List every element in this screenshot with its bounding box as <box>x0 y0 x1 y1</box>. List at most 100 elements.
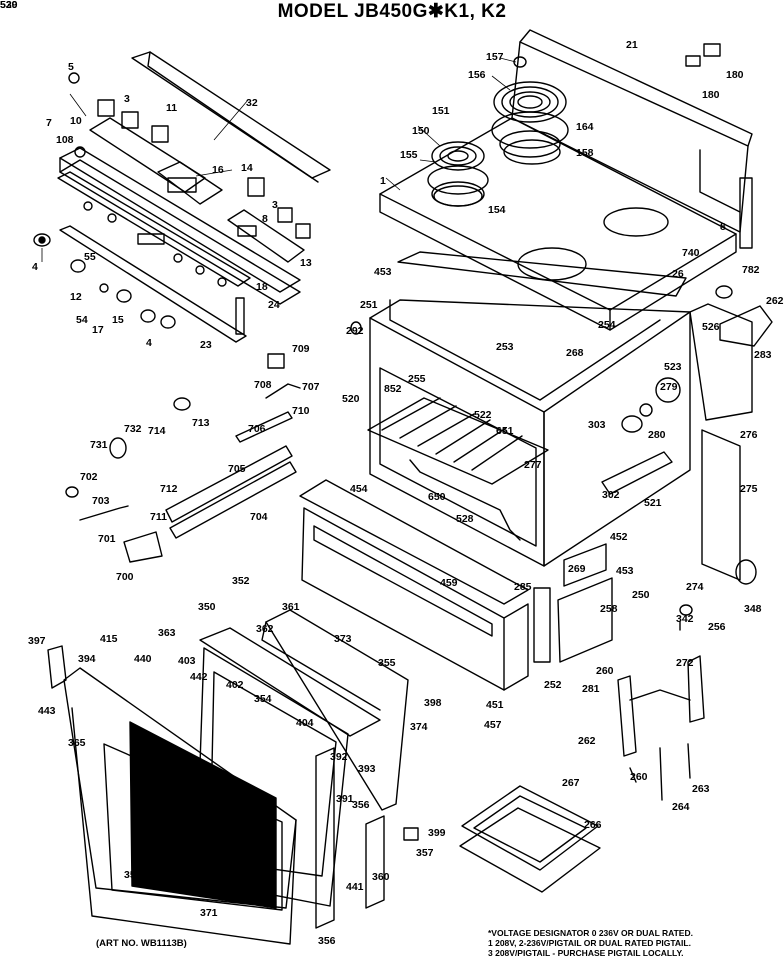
part-callout: 442 <box>190 671 208 683</box>
part-callout: 10 <box>70 115 82 127</box>
part-callout: 252 <box>544 679 562 691</box>
timer-16 <box>157 161 223 205</box>
footnote-line-3: 3 208V/PIGTAIL - PURCHASE PIGTAIL LOCALL… <box>488 948 684 958</box>
part-callout: 371 <box>200 907 218 919</box>
part-callout: 361 <box>282 601 300 613</box>
part-callout: 250 <box>632 589 650 601</box>
part-callout: 262 <box>766 295 784 307</box>
part-callout: 3 <box>124 93 130 105</box>
part-callout: 24 <box>268 299 280 311</box>
part-callout: 292 <box>346 325 364 337</box>
part-callout: 260 <box>630 771 648 783</box>
diagram-title: MODEL JB450G✱K1, K2 <box>277 1 507 22</box>
part-callout: 709 <box>292 343 310 355</box>
hinge-397 <box>47 645 67 689</box>
part-callout: 356 <box>318 935 336 947</box>
part-callout: 443 <box>38 705 56 717</box>
part-callout: 260 <box>596 665 614 677</box>
broiler-pan-530 <box>459 785 601 893</box>
part-callout: 713 <box>192 417 210 429</box>
part-callout: 398 <box>424 697 442 709</box>
part-callout: 258 <box>600 603 618 615</box>
part-callout: 23 <box>200 339 212 351</box>
part-callout: 714 <box>148 425 166 437</box>
part-callout: 454 <box>350 483 368 495</box>
door-window-glass <box>129 721 277 909</box>
oven-body <box>369 251 753 567</box>
door-frame-355 <box>261 609 409 811</box>
part-callout: 253 <box>496 341 514 353</box>
part-callout: 399 <box>428 827 446 839</box>
part-callout: 157 <box>486 51 504 63</box>
part-callout: 13 <box>300 257 312 269</box>
side-panels <box>557 429 741 663</box>
part-callout: 359 <box>124 869 142 881</box>
part-callout: 651 <box>496 425 514 437</box>
end-cap-24 <box>235 297 245 335</box>
part-callout: 526 <box>702 321 720 333</box>
part-callout: 453 <box>374 266 392 278</box>
part-callout: 151 <box>432 105 450 117</box>
part-callout: 266 <box>584 819 602 831</box>
part-callout: 14 <box>241 162 253 174</box>
part-callout: 702 <box>80 471 98 483</box>
part-callout: 350 <box>198 601 216 613</box>
part-callout: 393 <box>358 763 376 775</box>
part-callout: 440 <box>134 653 152 665</box>
part-callout: 302 <box>602 489 620 501</box>
part-callout: 267 <box>562 777 580 789</box>
part-callout: 156 <box>468 69 486 81</box>
part-callout: 55 <box>84 251 96 263</box>
part-callout: 255 <box>408 373 426 385</box>
part-callout: 7 <box>46 117 52 129</box>
panel-13 <box>227 209 305 263</box>
part-callout: 523 <box>664 361 682 373</box>
part-callout: 453 <box>616 565 634 577</box>
part-callout: 4 <box>146 337 152 349</box>
part-callout: 275 <box>740 483 758 495</box>
part-callout: 348 <box>744 603 762 615</box>
switch-blocks <box>97 99 311 239</box>
part-callout: 268 <box>566 347 584 359</box>
part-callout: 158 <box>576 147 594 159</box>
part-callout: 700 <box>116 571 134 583</box>
part-callout: 711 <box>150 511 167 523</box>
part-callout: 262 <box>578 735 596 747</box>
part-callout: 391 <box>336 793 354 805</box>
part-callout: 283 <box>754 349 772 361</box>
door-panel-441 <box>315 747 385 929</box>
surface-unit-large-156 <box>491 56 569 158</box>
part-callout: 451 <box>486 699 504 711</box>
part-callout: 281 <box>582 683 600 695</box>
part-callout: 18 <box>256 281 268 293</box>
part-callout: 272 <box>676 657 694 669</box>
part-callout: 362 <box>256 623 274 635</box>
part-callout: 459 <box>440 577 458 589</box>
part-callout: 357 <box>416 847 434 859</box>
part-callout: 704 <box>250 511 268 523</box>
front-panel-18 <box>57 171 251 287</box>
part-callout: 8 <box>720 221 726 233</box>
backsplash-trim-32 <box>131 51 331 183</box>
door-liner-404 <box>195 627 381 907</box>
part-callout: 164 <box>576 121 594 133</box>
part-callout: 280 <box>648 429 666 441</box>
part-callout: 852 <box>384 383 402 395</box>
part-callout: 415 <box>100 633 118 645</box>
trim-strip-23 <box>59 225 247 343</box>
part-callout: 15 <box>112 314 124 326</box>
part-callout: 303 <box>588 419 606 431</box>
part-callout: 180 <box>726 69 744 81</box>
part-callout: 397 <box>28 635 46 647</box>
cooktop-1 <box>379 117 737 331</box>
oven-light-279 <box>621 377 681 433</box>
footnote-line-1: *VOLTAGE DESIGNATOR 0 236V OR DUAL RATED… <box>488 928 693 938</box>
misc-small-parts <box>350 285 773 841</box>
part-callout: 108 <box>56 134 74 146</box>
part-callout: 263 <box>692 783 710 795</box>
part-callout: 522 <box>474 409 492 421</box>
part-callout: 707 <box>302 381 320 393</box>
part-callout: 26 <box>672 268 684 280</box>
part-callout: 279 <box>660 381 678 393</box>
